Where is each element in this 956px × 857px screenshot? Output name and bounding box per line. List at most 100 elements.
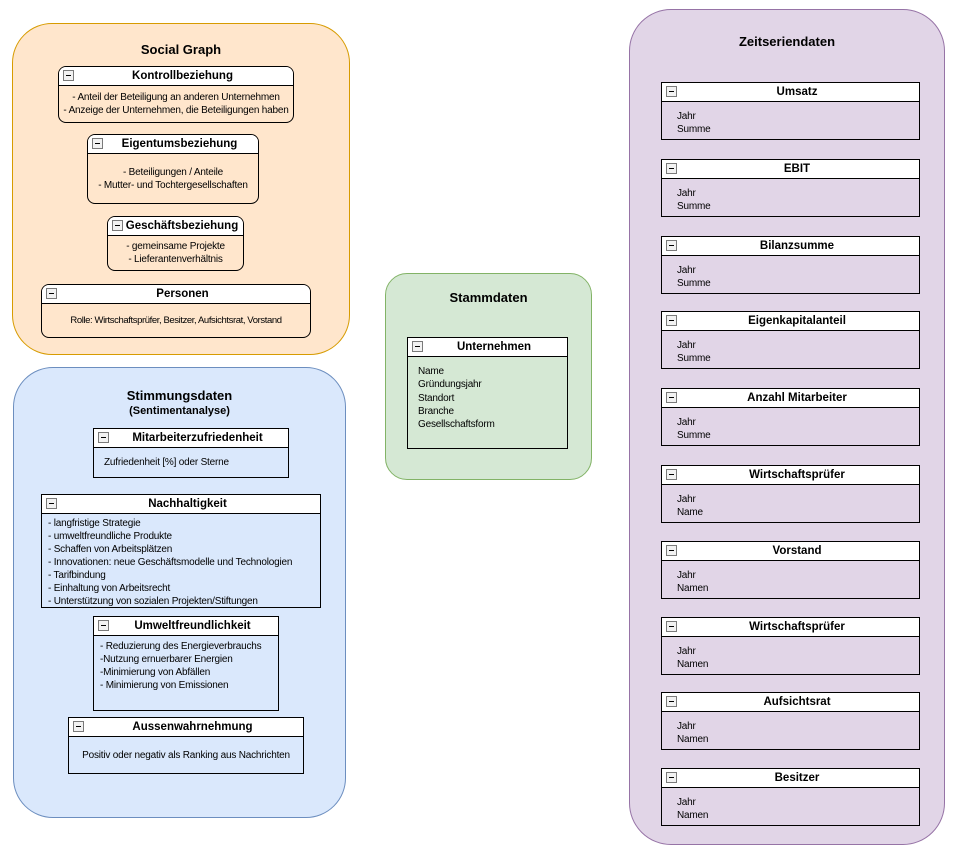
group-subtitle: (Sentimentanalyse) [129, 405, 230, 417]
entity-body: Zufriedenheit [%] oder Sterne [104, 457, 229, 468]
entity-header: Eigentumsbeziehung [88, 135, 258, 154]
entity-title: Geschäftsbeziehung [125, 220, 239, 232]
entity-header: Wirtschaftsprüfer [662, 618, 919, 637]
entity-vorstand[interactable]: Vorstand Jahr Namen [661, 541, 920, 599]
entity-title: Bilanzsumme [759, 240, 835, 252]
entity-body: Jahr Namen [677, 646, 709, 670]
entity-body: - Beteiligungen / Anteile - Mutter- und … [98, 166, 248, 191]
collapse-icon[interactable] [98, 620, 109, 631]
collapse-icon[interactable] [98, 432, 109, 443]
collapse-icon[interactable] [73, 721, 84, 732]
collapse-icon[interactable] [666, 772, 677, 783]
entity-body: Jahr Summe [677, 111, 711, 135]
group-title: Zeitseriendaten [738, 34, 836, 49]
entity-body: Jahr Summe [677, 340, 711, 364]
entity-mitarbeiterzufriedenheit[interactable]: Mitarbeiterzufriedenheit Zufriedenheit [… [93, 428, 289, 478]
entity-header: Besitzer [662, 769, 919, 788]
group-title: Stammdaten [449, 290, 528, 305]
entity-title: Eigenkapitalanteil [748, 315, 846, 327]
entity-title: Umsatz [776, 86, 818, 98]
entity-header: Mitarbeiterzufriedenheit [94, 429, 288, 448]
collapse-icon[interactable] [666, 392, 677, 403]
collapse-icon[interactable] [666, 240, 677, 251]
entity-header: Bilanzsumme [662, 237, 919, 256]
entity-kontrollbeziehung[interactable]: Kontrollbeziehung - Anteil der Beteiligu… [58, 66, 294, 123]
entity-body: Jahr Namen [677, 721, 709, 745]
entity-body: Jahr Summe [677, 265, 711, 289]
entity-title: Umweltfreundlichkeit [134, 620, 251, 632]
entity-geschaeftsbeziehung[interactable]: Geschäftsbeziehung - gemeinsame Projekte… [107, 216, 244, 271]
entity-title: Vorstand [772, 545, 822, 557]
entity-body: Rolle: Wirtschaftsprüfer, Besitzer, Aufs… [70, 315, 282, 326]
entity-title: Kontrollbeziehung [132, 70, 233, 82]
entity-header: Anzahl Mitarbeiter [662, 389, 919, 408]
entity-header: Aufsichtsrat [662, 693, 919, 712]
entity-header: Vorstand [662, 542, 919, 561]
entity-header: Geschäftsbeziehung [108, 217, 243, 236]
entity-title: Anzahl Mitarbeiter [747, 392, 847, 404]
entity-header: Personen [42, 285, 310, 304]
entity-header: Wirtschaftsprüfer [662, 466, 919, 485]
entity-body: Positiv oder negativ als Ranking aus Nac… [82, 749, 290, 761]
entity-header: Eigenkapitalanteil [662, 312, 919, 331]
entity-body: Jahr Summe [677, 188, 711, 212]
entity-umsatz[interactable]: Umsatz Jahr Summe [661, 82, 920, 140]
entity-wirtschaftspruefer-1[interactable]: Wirtschaftsprüfer Jahr Name [661, 465, 920, 523]
entity-aussenwahrnehmung[interactable]: Aussenwahrnehmung Positiv oder negativ a… [68, 717, 304, 774]
group-title: Stimmungsdaten [126, 388, 233, 403]
entity-body: Jahr Summe [677, 417, 711, 441]
collapse-icon[interactable] [666, 621, 677, 632]
entity-title: EBIT [783, 163, 811, 175]
entity-body: - Anteil der Beteiligung an anderen Unte… [63, 92, 289, 116]
collapse-icon[interactable] [666, 163, 677, 174]
entity-body: - Reduzierung des Energieverbrauchs -Nut… [100, 641, 262, 691]
entity-title: Mitarbeiterzufriedenheit [132, 432, 263, 444]
group-stammdaten[interactable]: Stammdaten Unternehmen Name Gründungsjah… [385, 273, 592, 480]
collapse-icon[interactable] [46, 498, 57, 509]
entity-header: Umweltfreundlichkeit [94, 617, 278, 636]
group-social-graph[interactable]: Social Graph Kontrollbeziehung - Anteil … [12, 23, 350, 355]
entity-ebit[interactable]: EBIT Jahr Summe [661, 159, 920, 217]
collapse-icon[interactable] [63, 70, 74, 81]
entity-eigentumsbeziehung[interactable]: Eigentumsbeziehung - Beteiligungen / Ant… [87, 134, 259, 204]
group-stimmungsdaten[interactable]: Stimmungsdaten (Sentimentanalyse) Mitarb… [13, 367, 346, 818]
group-zeitseriendaten[interactable]: Zeitseriendaten Umsatz Jahr Summe EBIT J… [629, 9, 945, 845]
collapse-icon[interactable] [46, 288, 57, 299]
entity-title: Wirtschaftsprüfer [749, 469, 845, 481]
entity-body: Jahr Namen [677, 797, 709, 821]
collapse-icon[interactable] [666, 696, 677, 707]
entity-header: Kontrollbeziehung [59, 67, 293, 86]
entity-besitzer[interactable]: Besitzer Jahr Namen [661, 768, 920, 826]
entity-umweltfreundlichkeit[interactable]: Umweltfreundlichkeit - Reduzierung des E… [93, 616, 279, 711]
entity-header: Umsatz [662, 83, 919, 102]
entity-header: EBIT [662, 160, 919, 179]
entity-header: Unternehmen [408, 338, 567, 357]
entity-title: Unternehmen [456, 341, 532, 353]
entity-title: Aufsichtsrat [763, 696, 831, 708]
entity-personen[interactable]: Personen Rolle: Wirtschaftsprüfer, Besit… [41, 284, 311, 338]
collapse-icon[interactable] [666, 86, 677, 97]
collapse-icon[interactable] [666, 545, 677, 556]
entity-body: Name Gründungsjahr Standort Branche Gese… [418, 366, 495, 431]
entity-header: Nachhaltigkeit [42, 495, 320, 514]
entity-anzahl-mitarbeiter[interactable]: Anzahl Mitarbeiter Jahr Summe [661, 388, 920, 446]
entity-title: Personen [156, 288, 209, 300]
entity-header: Aussenwahrnehmung [69, 718, 303, 737]
collapse-icon[interactable] [92, 138, 103, 149]
entity-title: Aussenwahrnehmung [132, 721, 253, 733]
collapse-icon[interactable] [666, 315, 677, 326]
entity-nachhaltigkeit[interactable]: Nachhaltigkeit - langfristige Strategie … [41, 494, 321, 608]
entity-wirtschaftspruefer-2[interactable]: Wirtschaftsprüfer Jahr Namen [661, 617, 920, 675]
entity-aufsichtsrat[interactable]: Aufsichtsrat Jahr Namen [661, 692, 920, 750]
entity-title: Besitzer [774, 772, 820, 784]
entity-body: Jahr Name [677, 494, 703, 518]
entity-unternehmen[interactable]: Unternehmen Name Gründungsjahr Standort … [407, 337, 568, 449]
entity-bilanzsumme[interactable]: Bilanzsumme Jahr Summe [661, 236, 920, 294]
collapse-icon[interactable] [412, 341, 423, 352]
entity-eigenkapitalanteil[interactable]: Eigenkapitalanteil Jahr Summe [661, 311, 920, 369]
entity-body: Jahr Namen [677, 570, 709, 594]
collapse-icon[interactable] [112, 220, 123, 231]
entity-title: Wirtschaftsprüfer [749, 621, 845, 633]
collapse-icon[interactable] [666, 469, 677, 480]
